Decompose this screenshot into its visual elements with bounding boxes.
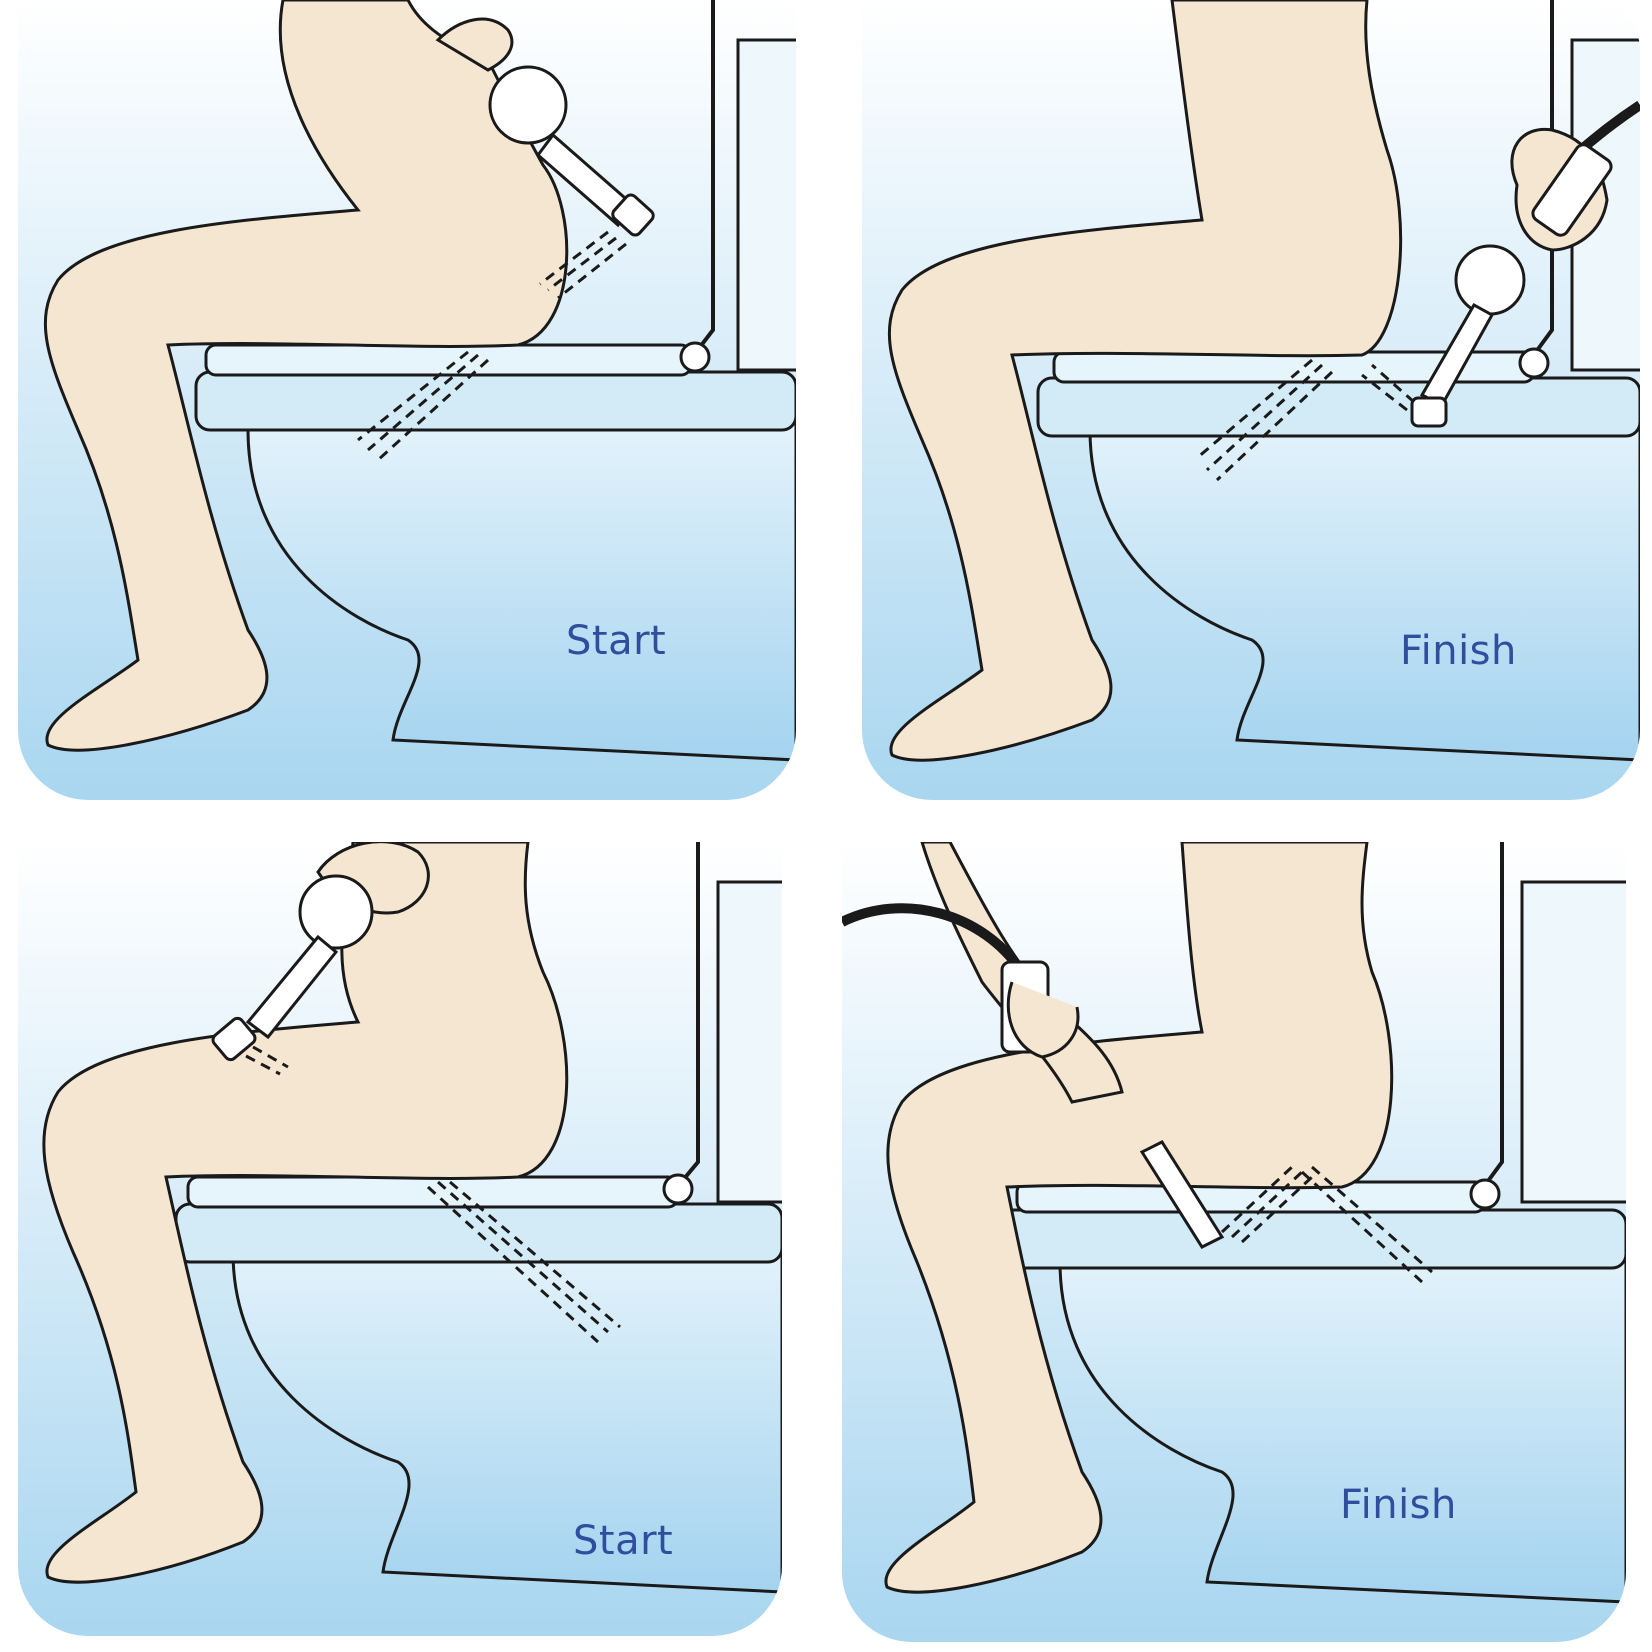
illustration-start-front	[18, 842, 782, 1636]
illustration-finish-front	[842, 842, 1626, 1642]
panel-start-rear: Start	[18, 0, 796, 800]
step-label: Finish	[1340, 1482, 1457, 1528]
panel-start-front: Start	[18, 842, 782, 1636]
step-label: Start	[566, 618, 667, 664]
illustration-start-rear	[18, 0, 796, 800]
panel-finish-front: Finish	[842, 842, 1626, 1642]
illustration-finish-rear	[862, 0, 1640, 800]
step-label: Finish	[1400, 628, 1517, 674]
step-label: Start	[573, 1518, 674, 1564]
panel-finish-rear: Finish	[862, 0, 1640, 800]
